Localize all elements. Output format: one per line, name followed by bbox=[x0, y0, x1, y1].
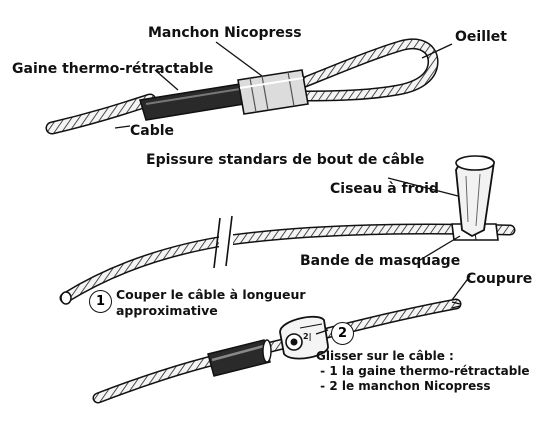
step-2-text-line2: - 1 la gaine thermo-rétractable bbox=[316, 364, 530, 378]
sleeve-marking: 2| bbox=[303, 332, 312, 341]
cold-chisel bbox=[455, 155, 495, 238]
label-eye: Oeillet bbox=[455, 29, 507, 45]
step-1-badge: 1 bbox=[89, 290, 112, 313]
heat-shrink-sleeve-bottom bbox=[207, 339, 272, 377]
nicopress-sleeve-bottom: 2| bbox=[279, 315, 329, 360]
step-1-text-line2: approximative bbox=[116, 303, 218, 318]
finished-splice-figure bbox=[45, 38, 439, 135]
step-1-text-line1: Couper le câble à longueur bbox=[116, 287, 306, 302]
label-heat-shrink: Gaine thermo-rétractable bbox=[12, 61, 214, 77]
sliding-figure: 2| bbox=[92, 298, 462, 404]
heat-shrink-sleeve-top bbox=[139, 83, 245, 121]
step-2-badge: 2 bbox=[331, 322, 354, 345]
label-masking-tape: Bande de masquage bbox=[300, 253, 461, 269]
label-cable: Cable bbox=[130, 123, 175, 139]
step-2-text-line3: - 2 le manchon Nicopress bbox=[316, 379, 491, 393]
step-2-text-line1: Glisser sur le câble : bbox=[316, 349, 454, 363]
label-nicopress-sleeve: Manchon Nicopress bbox=[148, 25, 302, 41]
cutting-figure bbox=[59, 155, 516, 305]
break-mark bbox=[213, 215, 233, 269]
label-splice-title: Epissure standars de bout de câble bbox=[146, 152, 425, 168]
nicopress-sleeve-top bbox=[237, 69, 309, 115]
label-cut: Coupure bbox=[466, 271, 533, 287]
label-cold-chisel: Ciseau à froid bbox=[330, 181, 439, 197]
leader-lines bbox=[114, 41, 471, 335]
